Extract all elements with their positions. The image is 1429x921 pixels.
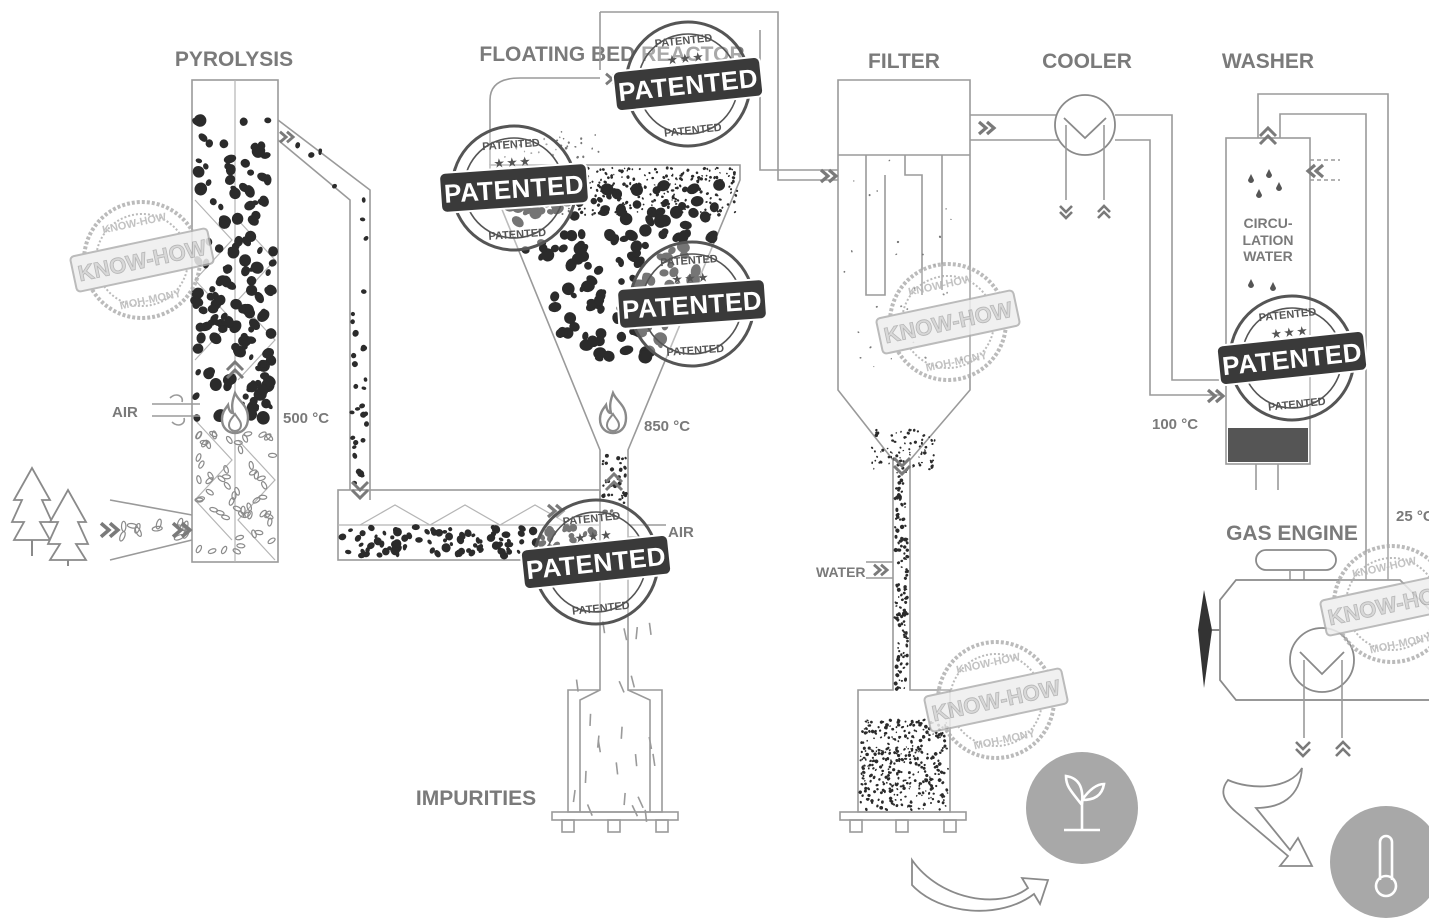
svg-text:PATENTED: PATENTED: [654, 32, 713, 50]
reactor-temperature: 850 °C: [644, 418, 690, 435]
thermometer-icon: [1330, 806, 1429, 918]
svg-text:PATENTED: PATENTED: [1268, 396, 1327, 414]
svg-text:PATENTED: PATENTED: [572, 600, 631, 618]
conveyor-unit: [337, 480, 601, 561]
water-label: WATER: [816, 564, 866, 580]
pyrolysis-biomass-particles: [119, 430, 278, 555]
washer-inlet-temperature: 100 °C: [1152, 416, 1198, 433]
air-label-left: AIR: [112, 404, 138, 421]
svg-text:PATENTED: PATENTED: [666, 343, 724, 359]
fire-icon: [598, 391, 628, 435]
cooler-label: COOLER: [1042, 50, 1132, 73]
output-arrow-icon: [911, 857, 1050, 912]
chevron-icon: [872, 563, 889, 577]
circulation-water-label-2: LATION: [1242, 232, 1293, 248]
gas-engine-label: GAS ENGINE: [1226, 522, 1358, 545]
heat-output-arrow-icon: [1222, 767, 1314, 867]
chevron-icon: [1206, 388, 1225, 404]
impurity-particles: [572, 621, 656, 822]
svg-text:PATENTED: PATENTED: [562, 510, 621, 528]
air-label-right: AIR: [668, 524, 694, 541]
gas-engine-inlet-temperature: 25 °C: [1396, 508, 1429, 525]
pyrolysis-unit: PYROLYSIS AIR 500 °C: [10, 48, 371, 566]
up-chevron-icon: [1335, 740, 1351, 757]
down-chevron-icon: [1059, 205, 1073, 220]
chevron-icon: [977, 120, 996, 136]
up-chevron-icon: [1258, 125, 1278, 146]
cooler-unit: COOLER 100 °C: [1042, 50, 1225, 433]
down-chevron-icon: [892, 456, 912, 477]
filter-unit: FILTER WATER: [816, 50, 1138, 912]
up-chevron-icon: [225, 359, 245, 380]
floating-bed-reactor: FLOATING BED REACTOR 850 °C AIR IMPURITI…: [416, 11, 838, 833]
svg-text:PATENTED: PATENTED: [664, 122, 723, 140]
filter-ash-particles: [843, 159, 963, 812]
up-chevron-icon: [604, 471, 624, 492]
pyrolysis-label: PYROLYSIS: [175, 48, 293, 71]
filter-label: FILTER: [868, 50, 940, 73]
gas-engine-unit: GAS ENGINE 25 °C: [1198, 508, 1429, 918]
circulation-water-label-1: CIRCU-: [1244, 215, 1293, 231]
sprout-icon: [1026, 752, 1138, 864]
feed-chevron-icon: [99, 521, 120, 539]
transfer-chute-particles: [295, 142, 370, 486]
tree-icon: [46, 488, 90, 566]
svg-text:PATENTED: PATENTED: [1258, 306, 1317, 324]
down-chevron-icon: [350, 480, 370, 501]
pyrolysis-temperature: 500 °C: [283, 410, 329, 427]
down-chevron-icon: [1295, 741, 1311, 758]
svg-text:PATENTED: PATENTED: [660, 253, 718, 269]
tree-icon: [10, 466, 54, 556]
washer-unit: WASHER CIRCU- LATION WATER: [1222, 50, 1389, 700]
impurities-label: IMPURITIES: [416, 787, 536, 810]
circulation-water-label-3: WATER: [1243, 248, 1293, 264]
chevron-icon: [278, 130, 295, 144]
svg-text:PATENTED: PATENTED: [482, 137, 540, 153]
washer-label: WASHER: [1222, 50, 1314, 73]
reactor-label: FLOATING BED REACTOR: [479, 43, 744, 66]
svg-text:PATENTED: PATENTED: [488, 227, 546, 243]
up-chevron-icon: [1097, 204, 1111, 219]
pyrolysis-char-particles: [190, 114, 279, 425]
